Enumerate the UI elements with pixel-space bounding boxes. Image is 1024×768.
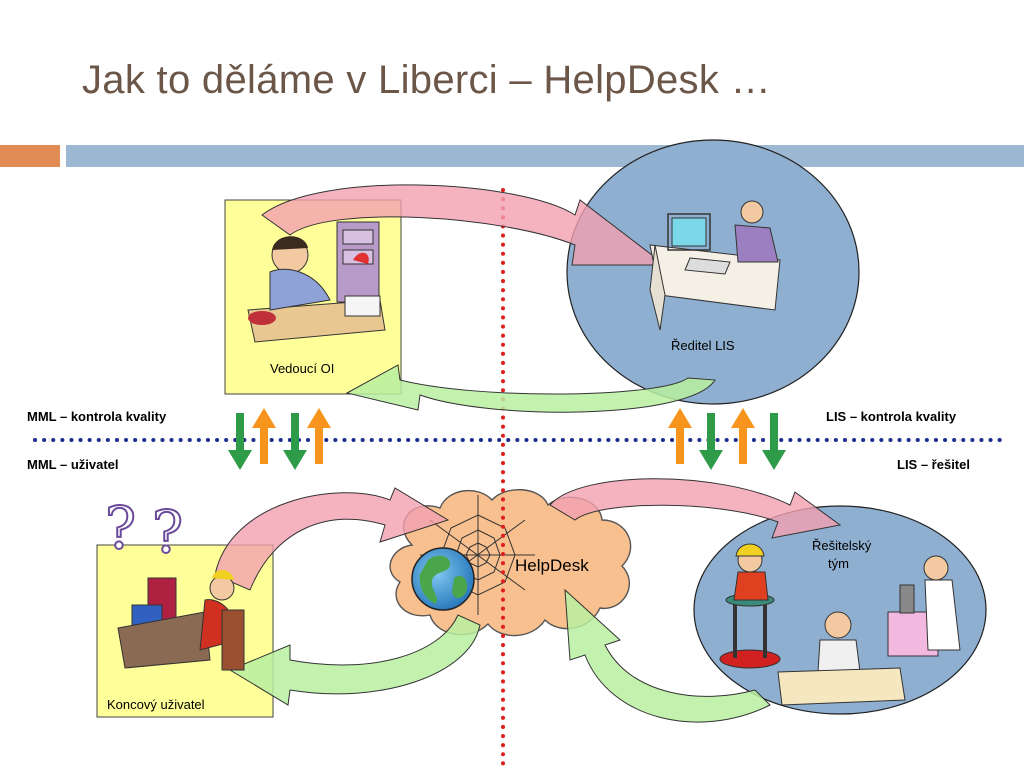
arrows-left-group xyxy=(228,408,331,470)
arrow-down-green xyxy=(762,413,786,470)
flow-arrow-right-pink xyxy=(549,478,842,539)
helpdesk-label: HelpDesk xyxy=(515,556,589,575)
arrow-down-green xyxy=(283,413,307,470)
arrow-up-orange xyxy=(731,408,755,464)
arrow-up-orange xyxy=(252,408,276,464)
arrow-up-orange xyxy=(307,408,331,464)
question-mark-icon: ? xyxy=(105,494,136,562)
arrow-down-green xyxy=(699,413,723,470)
globe-icon xyxy=(411,547,475,611)
resitelsky-label-line1: Řešitelský xyxy=(812,538,872,553)
koncovy-label: Koncový uživatel xyxy=(107,697,205,712)
mml-kontrola-label: MML – kontrola kvality xyxy=(27,409,167,424)
reditel-label: Ředitel LIS xyxy=(671,338,735,353)
lis-resitel-label: LIS – řešitel xyxy=(897,457,970,472)
page-title: Jak to děláme v Liberci – HelpDesk … xyxy=(82,58,771,102)
arrows-right-group xyxy=(668,408,786,470)
mml-uzivatel-label: MML – uživatel xyxy=(27,457,119,472)
question-mark-icon: ? xyxy=(152,498,183,566)
lis-kontrola-label: LIS – kontrola kvality xyxy=(826,409,957,424)
arrow-down-green xyxy=(228,413,252,470)
arrow-up-orange xyxy=(668,408,692,464)
solver-team-icon xyxy=(719,543,961,706)
manager-at-desk-icon xyxy=(247,221,386,343)
resitelsky-label-line2: tým xyxy=(828,556,849,571)
vedouci-label: Vedoucí OI xyxy=(270,361,335,376)
accent-bar-orange xyxy=(0,145,60,167)
flow-arrow-right-green xyxy=(564,588,771,723)
end-user-icon: ? ? xyxy=(104,493,245,671)
flow-arrow-top-green xyxy=(345,364,716,413)
flow-arrow-left-pink xyxy=(214,487,450,591)
spider-web-icon xyxy=(420,495,535,615)
director-at-computer-icon xyxy=(649,200,781,331)
